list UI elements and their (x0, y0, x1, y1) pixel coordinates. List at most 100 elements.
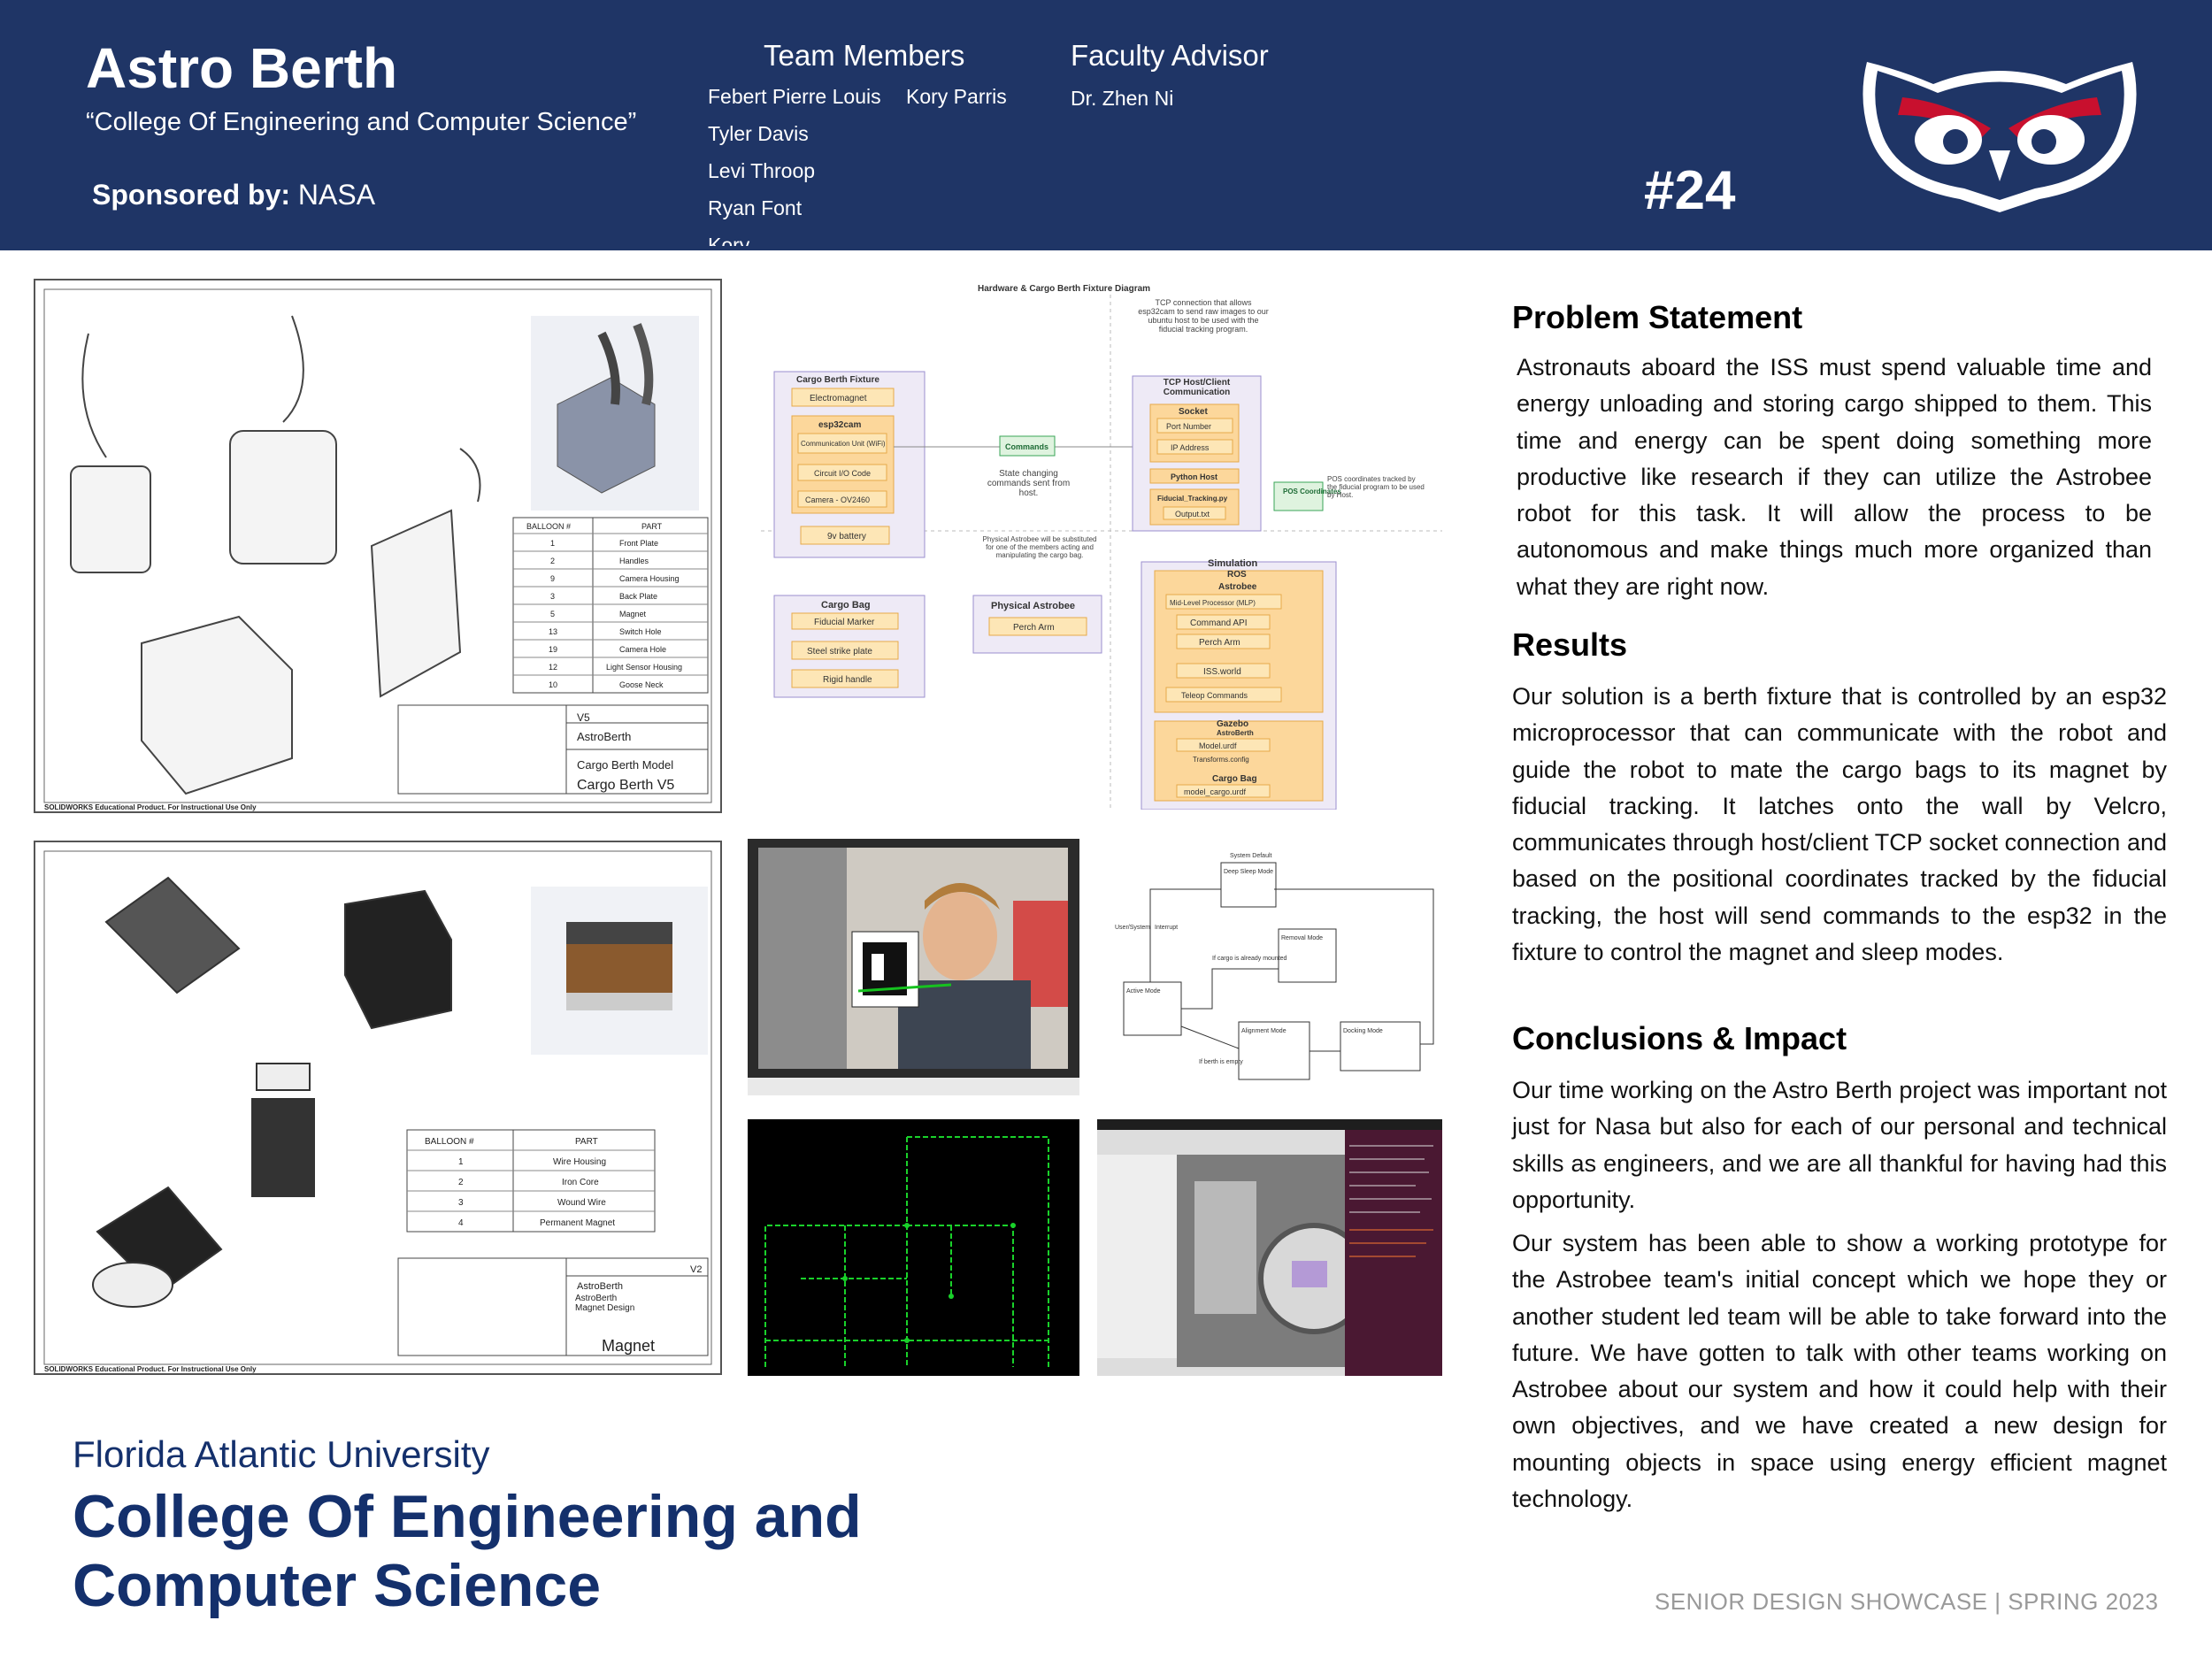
bom-cell: Handles (619, 557, 649, 565)
circuit-box: Circuit I/O Code (814, 469, 871, 478)
bom-cell: 12 (549, 663, 557, 672)
user-system-label: User/System (1115, 925, 1150, 931)
astroberth-title: AstroBerth (1217, 729, 1254, 737)
pos-note: POS coordinates tracked by the fiducial … (1327, 475, 1425, 499)
electromagnet-box: Electromagnet (810, 394, 867, 403)
bom-cell: Camera Hole (619, 645, 666, 654)
title-block-rev: V5 (577, 711, 590, 724)
bom-cell: 13 (549, 627, 557, 636)
host-title: TCP Host/Client Communication (1163, 378, 1231, 397)
ip-box: IP Address (1171, 443, 1210, 452)
team-member: Kory (708, 234, 750, 246)
project-title: Astro Berth (86, 36, 398, 100)
if-cargo-label: If cargo is already mounted (1212, 956, 1287, 962)
title-block-rev: V2 (690, 1264, 702, 1275)
college-subtitle: “College Of Engineering and Computer Sci… (86, 108, 637, 136)
sponsor-line: Sponsored by: NASA (92, 179, 375, 211)
solidworks-footer: SOLIDWORKS Educational Product. For Inst… (44, 1365, 257, 1373)
port-box: Port Number (1166, 422, 1211, 431)
fixture-title: Cargo Berth Fixture (796, 375, 879, 385)
bom-cell: 10 (549, 680, 557, 689)
poster-header: Astro Berth “College Of Engineering and … (0, 0, 2212, 250)
fiducial-py-box: Fiducial_Tracking.py (1157, 495, 1228, 503)
fiducial-marker-box: Fiducial Marker (814, 618, 875, 627)
bom-cell: Iron Core (562, 1178, 599, 1187)
teleop-box: Teleop Commands (1181, 691, 1248, 700)
bom-cell: Permanent Magnet (540, 1218, 615, 1228)
title-block-name: AstroBerth (577, 1281, 623, 1292)
state-note: State changing commands sent from host. (987, 469, 1071, 498)
circuit-schematic (748, 1119, 1079, 1376)
bom-cell: Back Plate (619, 592, 657, 601)
title-block-part: Magnet (602, 1337, 655, 1355)
steel-plate-box: Steel strike plate (807, 647, 872, 657)
sim-perch-arm-box: Perch Arm (1199, 638, 1240, 648)
title-block-part: Cargo Berth V5 (577, 778, 674, 793)
results-body: Our solution is a berth fixture that is … (1512, 683, 2167, 966)
pos-box: POS Coordinates (1283, 488, 1341, 495)
bom-cell: Camera Housing (619, 574, 680, 583)
state-diagram-art: System Default Deep Sleep Mode User/Syst… (1115, 853, 1434, 1080)
bom-cell: 2 (458, 1178, 464, 1187)
bom-cell: 9 (550, 574, 555, 583)
problem-statement-body: Astronauts aboard the ISS must spend val… (1517, 354, 2152, 600)
bom-cell: Wire Housing (553, 1157, 606, 1167)
solidworks-footer: SOLIDWORKS Educational Product. For Inst… (44, 803, 257, 811)
state-diagram: System Default Deep Sleep Mode User/Syst… (1097, 849, 1442, 1088)
bom-cell: 2 (550, 557, 555, 565)
bom-header: BALLOON # (425, 1137, 474, 1147)
bom-cell: Goose Neck (619, 680, 664, 689)
model-cargo-box: model_cargo.urdf (1184, 787, 1247, 796)
sponsor-name: NASA (297, 179, 376, 211)
hardware-diagram-art: Hardware & Cargo Berth Fixture Diagram T… (761, 284, 1442, 810)
system-default-label: System Default (1230, 853, 1272, 859)
comm-unit-box: Communication Unit (WiFi) (801, 440, 886, 448)
camera-box: Camera - OV2460 (805, 495, 870, 504)
bom-cell: 1 (458, 1157, 464, 1167)
bom-header: PART (575, 1137, 598, 1147)
bom-cell: Magnet (619, 610, 647, 618)
physical-astrobee-title: Physical Astrobee (991, 601, 1075, 611)
team-member: Tyler Davis (708, 122, 809, 145)
team-member: Kory Parris (906, 85, 1007, 108)
bom-cell: Front Plate (619, 539, 658, 548)
removal-box: Removal Mode (1281, 935, 1323, 941)
bom-cell: 4 (458, 1218, 464, 1228)
faculty-advisor-title: Faculty Advisor (1071, 39, 1269, 72)
team-member: Ryan Font (708, 196, 803, 219)
model-urdf-box: Model.urdf (1199, 741, 1237, 750)
circuit-schematic-art (764, 1136, 1049, 1367)
sim-cargo-bag-title: Cargo Bag (1212, 774, 1257, 784)
deep-sleep-box: Deep Sleep Mode (1224, 869, 1273, 875)
team-members-list: Febert Pierre Louis Kory Parris Tyler Da… (708, 78, 1079, 246)
mlp-box: Mid-Level Processor (MLP) (1170, 599, 1256, 607)
bom-cell: Wound Wire (557, 1198, 606, 1208)
bom-cell: 3 (550, 592, 555, 601)
esp32cam-box: esp32cam (818, 420, 861, 430)
bom-header: PART (641, 522, 663, 531)
bom-cell: Switch Hole (619, 627, 662, 636)
fiducial-camera-photo (748, 839, 1079, 1095)
perch-arm-box: Perch Arm (1013, 623, 1055, 633)
title-block-model: Cargo Berth Model (577, 758, 673, 772)
diagram-title: Hardware & Cargo Berth Fixture Diagram (978, 284, 1150, 294)
transforms-label: Transforms.config (1193, 756, 1249, 764)
faculty-advisor-name: Dr. Zhen Ni (1071, 87, 1174, 110)
astrobee-title: Astrobee (1218, 582, 1257, 592)
simulation-title: Simulation (1208, 558, 1258, 569)
team-number: #24 (1644, 160, 1736, 221)
bom-cell: 3 (458, 1198, 464, 1208)
fau-owl-logo (1863, 62, 2137, 212)
college-name: College Of Engineering and Computer Scie… (73, 1483, 862, 1619)
conclusions-title: Conclusions & Impact (1512, 1020, 1847, 1056)
tcp-note: TCP connection that allows esp32cam to s… (1138, 298, 1269, 334)
physical-note: Physical Astrobee will be substituted fo… (982, 535, 1097, 559)
bom-cell: 1 (550, 539, 555, 548)
problem-statement-title: Problem Statement (1512, 299, 1803, 335)
bom-cell: Light Sensor Housing (606, 663, 682, 672)
python-host-box: Python Host (1171, 472, 1217, 481)
